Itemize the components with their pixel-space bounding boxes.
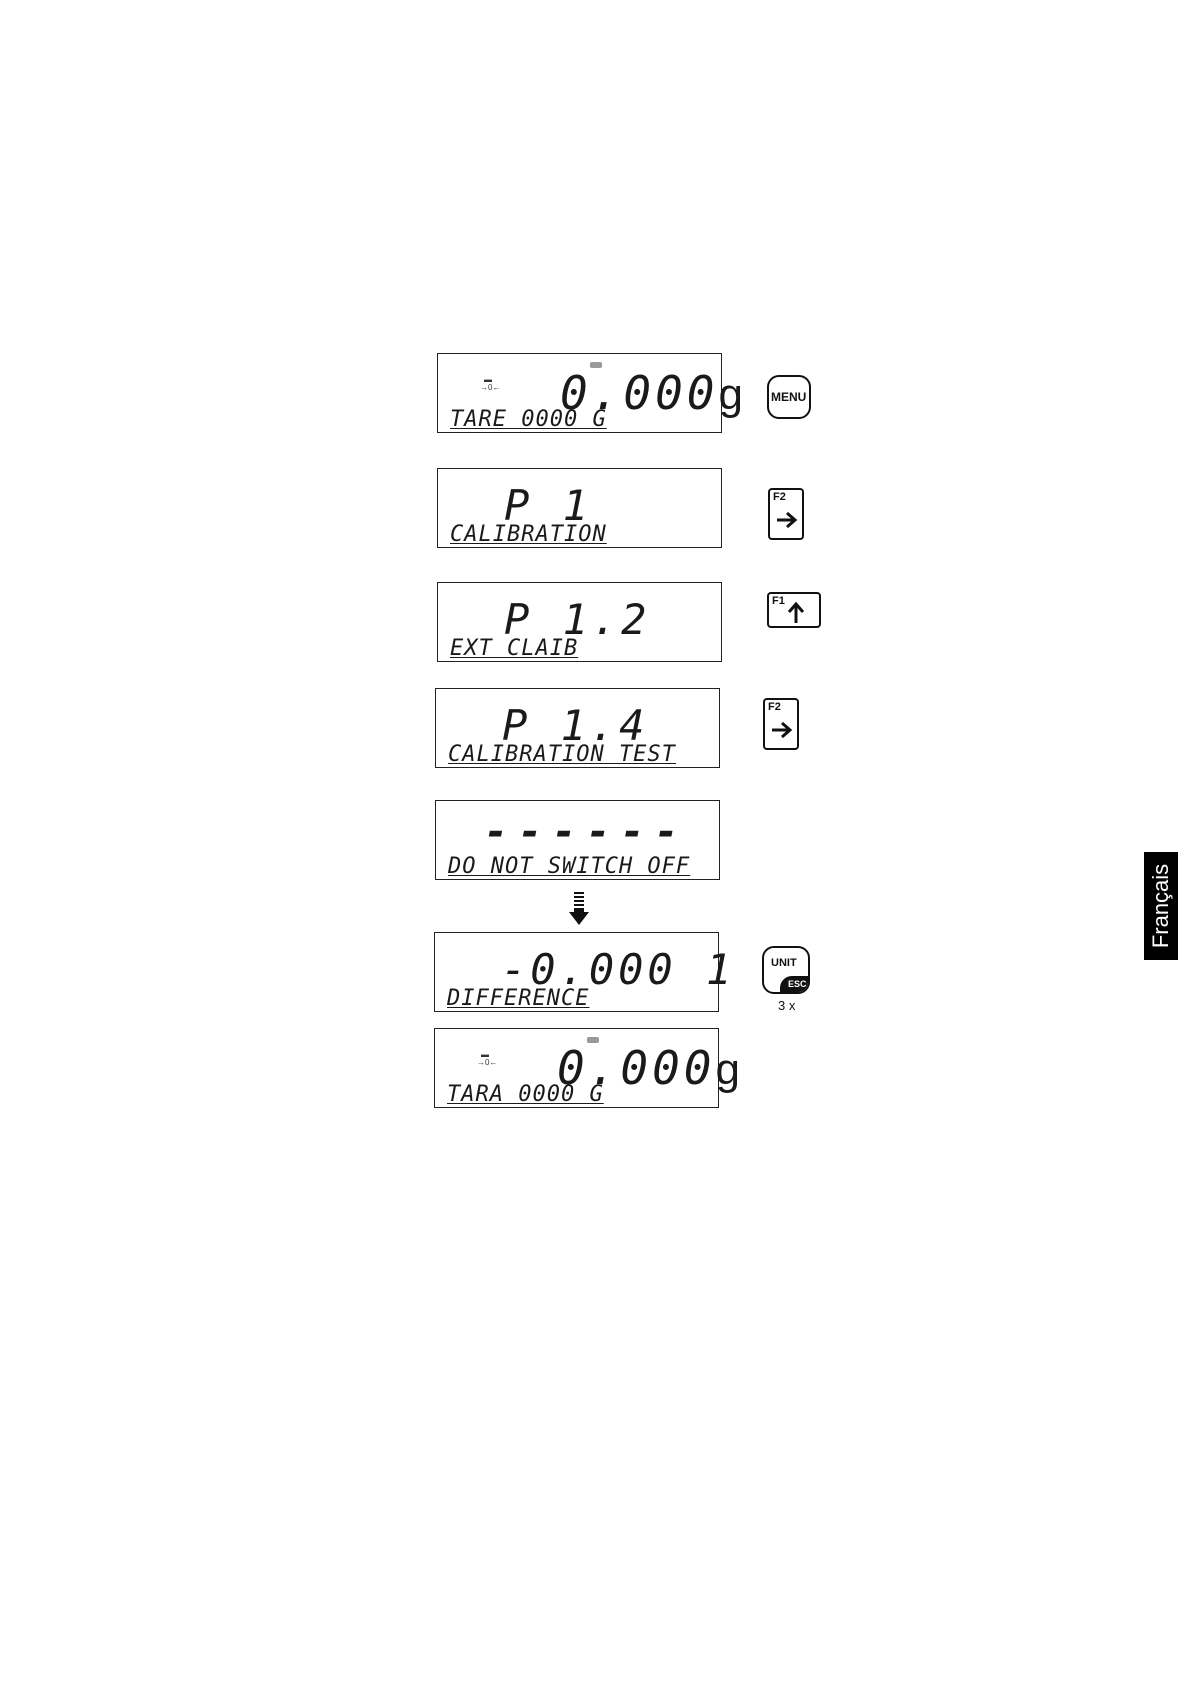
unit-label: g — [718, 370, 742, 419]
esc-label: ESC — [788, 979, 807, 989]
f2-right-button[interactable]: F2 — [768, 488, 804, 540]
arrow-right-icon — [770, 720, 794, 740]
f2-label: F2 — [773, 491, 786, 503]
display-text: DIFFERENCE — [447, 986, 589, 1011]
display-text: TARE 0000 G — [450, 407, 607, 432]
f1-up-button[interactable]: F1 — [767, 592, 821, 628]
down-arrow-icon — [568, 892, 590, 926]
unit-label: g — [715, 1045, 739, 1094]
display-text: CALIBRATION — [450, 522, 607, 547]
arrow-up-icon — [786, 601, 806, 625]
f2-label: F2 — [768, 701, 781, 713]
display-text: EXT CLAIB — [450, 636, 578, 661]
esc-area: ESC — [780, 976, 810, 994]
unit-label: UNIT — [771, 957, 797, 969]
display-text: DO NOT SWITCH OFF — [448, 854, 690, 879]
arrow-right-icon — [775, 510, 799, 530]
f1-label: F1 — [772, 595, 785, 607]
unit-esc-button[interactable]: UNIT ESC — [762, 946, 810, 994]
zero-indicator: ▬→0← — [480, 376, 496, 392]
display-screen-tara: ▬→0← 0.000g TARA 0000 G — [434, 1028, 719, 1108]
display-screen-working: ------ DO NOT SWITCH OFF — [435, 800, 720, 880]
zero-indicator: ▬→0← — [477, 1051, 493, 1067]
display-text: CALIBRATION TEST — [448, 742, 676, 767]
display-screen-p12: P 1.2 EXT CLAIB — [437, 582, 722, 662]
display-text: TARA 0000 G — [447, 1082, 604, 1107]
display-screen-p14: P 1.4 CALIBRATION TEST — [435, 688, 720, 768]
language-tab: Français — [1144, 852, 1178, 960]
language-tab-label: Français — [1148, 864, 1174, 948]
f2-right-button[interactable]: F2 — [763, 698, 799, 750]
display-value: ------ — [484, 809, 689, 855]
display-screen-p1: P 1 CALIBRATION — [437, 468, 722, 548]
menu-button-label: MENU — [771, 390, 806, 404]
display-screen-difference: -0.000 1 DIFFERENCE — [434, 932, 719, 1012]
press-count-label: 3 x — [778, 998, 795, 1013]
display-screen-tare: ▬→0← 0.000g TARE 0000 G — [437, 353, 722, 433]
menu-button[interactable]: MENU — [767, 375, 811, 419]
